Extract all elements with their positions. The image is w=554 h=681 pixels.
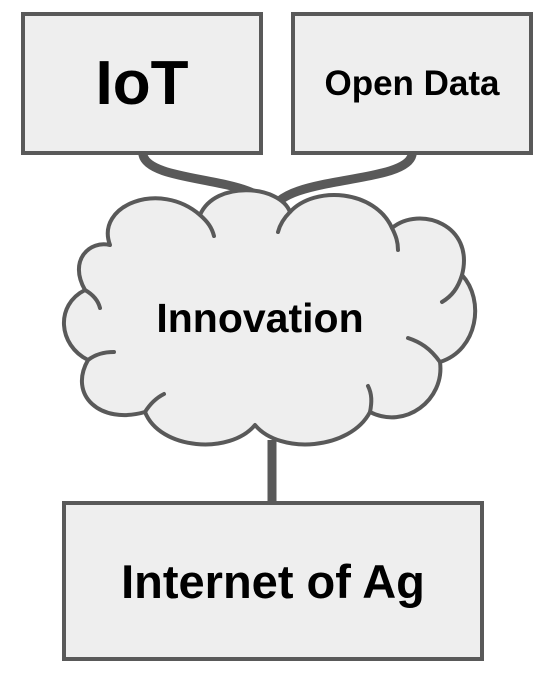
innovation-label: Innovation: [156, 294, 364, 341]
open-data-label: Open Data: [324, 63, 500, 103]
cloud-fold-arc: [366, 384, 374, 414]
cloud-fold-arc: [86, 350, 116, 362]
cloud-fold-arc: [390, 226, 400, 252]
iot-node: IoT: [21, 12, 263, 155]
cloud-fold-arc: [406, 336, 442, 364]
internet-of-ag-node: Internet of Ag: [62, 501, 484, 661]
cloud-fold-arc: [198, 213, 216, 238]
open-data-node: Open Data: [291, 12, 533, 155]
cloud-fold-arc: [143, 392, 166, 414]
cloud-fold-arc: [83, 288, 102, 310]
cloud-fold-arc: [276, 210, 292, 234]
innovation-node: Innovation: [70, 290, 450, 346]
internet-of-ag-label: Internet of Ag: [121, 554, 425, 608]
iot-label: IoT: [95, 49, 189, 118]
cloud-fold-arc: [440, 273, 464, 304]
